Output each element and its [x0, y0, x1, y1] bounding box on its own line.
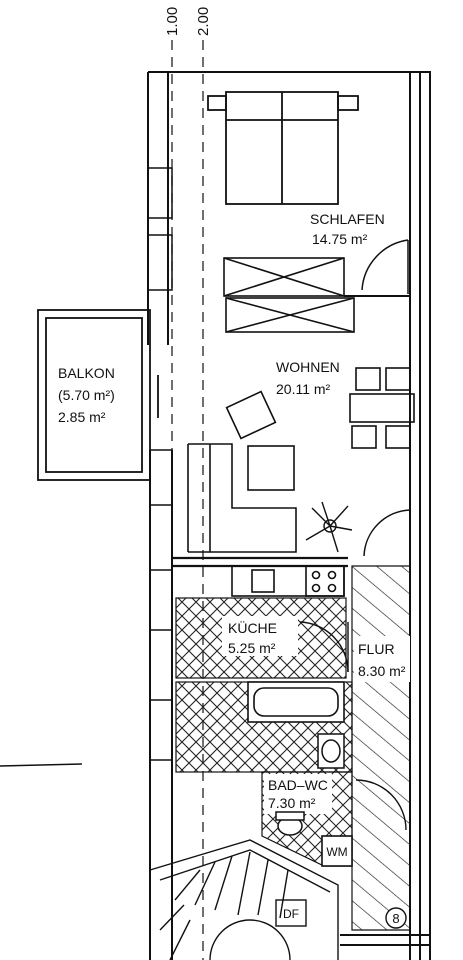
room-area-balkon-full: (5.70 m²) [58, 387, 115, 403]
dimension-label-1: 1.00 [164, 7, 181, 36]
dining-set [349, 367, 415, 449]
room-name-balkon: BALKON [58, 365, 115, 381]
stair-number-circle [385, 907, 407, 929]
washing-machine [321, 835, 353, 867]
balcony [37, 309, 159, 481]
bathtub [247, 681, 345, 723]
room-area-balkon-half: 2.85 m² [58, 409, 106, 425]
bedroom-door [361, 239, 409, 294]
room-name-schlafen: SCHLAFEN [310, 211, 385, 227]
room-area-flur: 8.30 m² [358, 663, 406, 679]
room-name-bad: BAD–WC [268, 777, 328, 793]
window-bars [147, 167, 173, 761]
toilet [275, 811, 305, 836]
kitchen-wall [172, 556, 348, 568]
plant-icon [305, 501, 353, 553]
room-name-wohnen: WOHNEN [276, 359, 340, 375]
staircase [149, 839, 339, 960]
wardrobe [223, 257, 355, 333]
stair-number: 8 [392, 911, 399, 926]
room-area-kueche: 5.25 m² [228, 640, 276, 656]
df-label: DF [283, 907, 299, 921]
dimension-label-2: 2.00 [195, 7, 212, 36]
room-area-bad: 7.30 m² [268, 795, 316, 811]
hall-door [363, 509, 411, 558]
external-line [0, 763, 83, 767]
hall-floor [351, 565, 411, 931]
kitchen-counter [231, 565, 345, 597]
sink [317, 733, 345, 769]
washing-machine-label: WM [326, 845, 347, 859]
room-name-kueche: KÜCHE [228, 619, 277, 636]
bed [207, 91, 359, 205]
living-furniture [187, 390, 297, 553]
interior-doors [299, 621, 407, 831]
room-area-wohnen: 20.11 m² [276, 381, 331, 397]
room-name-flur: FLUR [358, 641, 395, 657]
room-area-schlafen: 14.75 m² [312, 231, 368, 247]
